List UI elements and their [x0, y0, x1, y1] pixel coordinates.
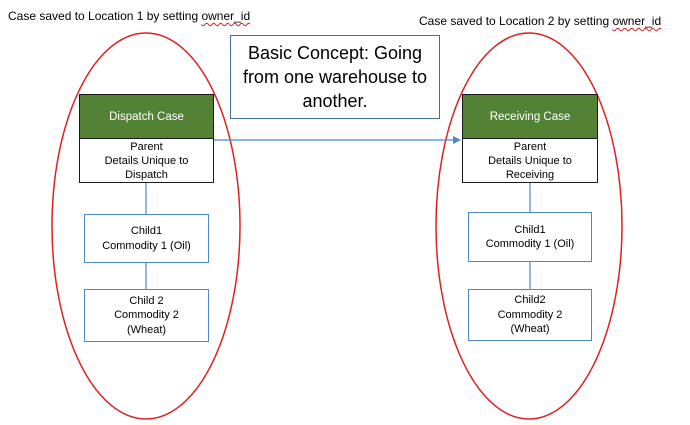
receiving-parent-box: Parent Details Unique to Receiving [462, 139, 598, 183]
receiving-child-1-box: Child1 Commodity 1 (Oil) [468, 212, 592, 262]
receiving-case-title: Receiving Case [489, 110, 571, 123]
dispatch-child-1-label: Child1 [130, 225, 163, 237]
location-2-caption: Case saved to Location 2 by setting owne… [419, 14, 661, 28]
dispatch-child-2-commodity: Commodity 2 [114, 309, 179, 322]
receiving-case-header: Receiving Case [462, 94, 598, 139]
location-2-ellipse [435, 32, 623, 420]
location-2-owner-id: owner_id [612, 14, 662, 28]
dispatch-child-1-commodity: Commodity 1 (Oil) [102, 239, 191, 252]
location-1-caption-text: Case saved to Location 1 by setting [8, 9, 202, 23]
receiving-child-2-box: Child2 Commodity 2 (Wheat) [468, 289, 592, 341]
receiving-parent-line-2: Details Unique to [488, 154, 572, 167]
receiving-child-2-commodity-name: (Wheat) [510, 323, 550, 336]
receiving-child-1-commodity: Commodity 1 (Oil) [485, 238, 575, 250]
receiving-child-2-commodity: Commodity 2 [497, 308, 563, 321]
dispatch-parent-box: Parent Details Unique to Dispatch [79, 139, 214, 183]
dispatch-parent-line-3: Dispatch [125, 168, 168, 181]
receiving-child-1-label: Child1 [514, 223, 546, 236]
dispatch-child-2-box: Child 2 Commodity 2 (Wheat) [84, 289, 209, 342]
dispatch-child-2-label: Child 2 [129, 294, 164, 307]
receiving-child-2-label: Child2 [514, 294, 546, 307]
location-1-caption: Case saved to Location 1 by setting owne… [8, 9, 250, 23]
location-2-caption-text: Case saved to Location 2 by setting [419, 14, 613, 28]
receiving-parent-label: Parent [513, 140, 547, 153]
concept-box: Basic Concept: Going from one warehouse … [230, 35, 440, 119]
concept-line-1: Basic Concept: Going [247, 43, 423, 63]
dispatch-child-2-commodity-name: (Wheat) [126, 323, 167, 336]
concept-line-2: from one warehouse to [242, 67, 428, 87]
concept-line-3: another. [302, 91, 368, 111]
dispatch-parent-label: Parent [130, 140, 163, 153]
dispatch-case-header: Dispatch Case [79, 94, 214, 139]
location-1-owner-id: owner_id [201, 9, 251, 23]
location-1-ellipse [51, 32, 241, 420]
receiving-parent-line-3: Receiving [505, 168, 555, 181]
dispatch-child-1-box: Child1 Commodity 1 (Oil) [84, 214, 209, 263]
dispatch-parent-line-2: Details Unique to [104, 154, 189, 167]
dispatch-case-title: Dispatch Case [109, 110, 184, 123]
